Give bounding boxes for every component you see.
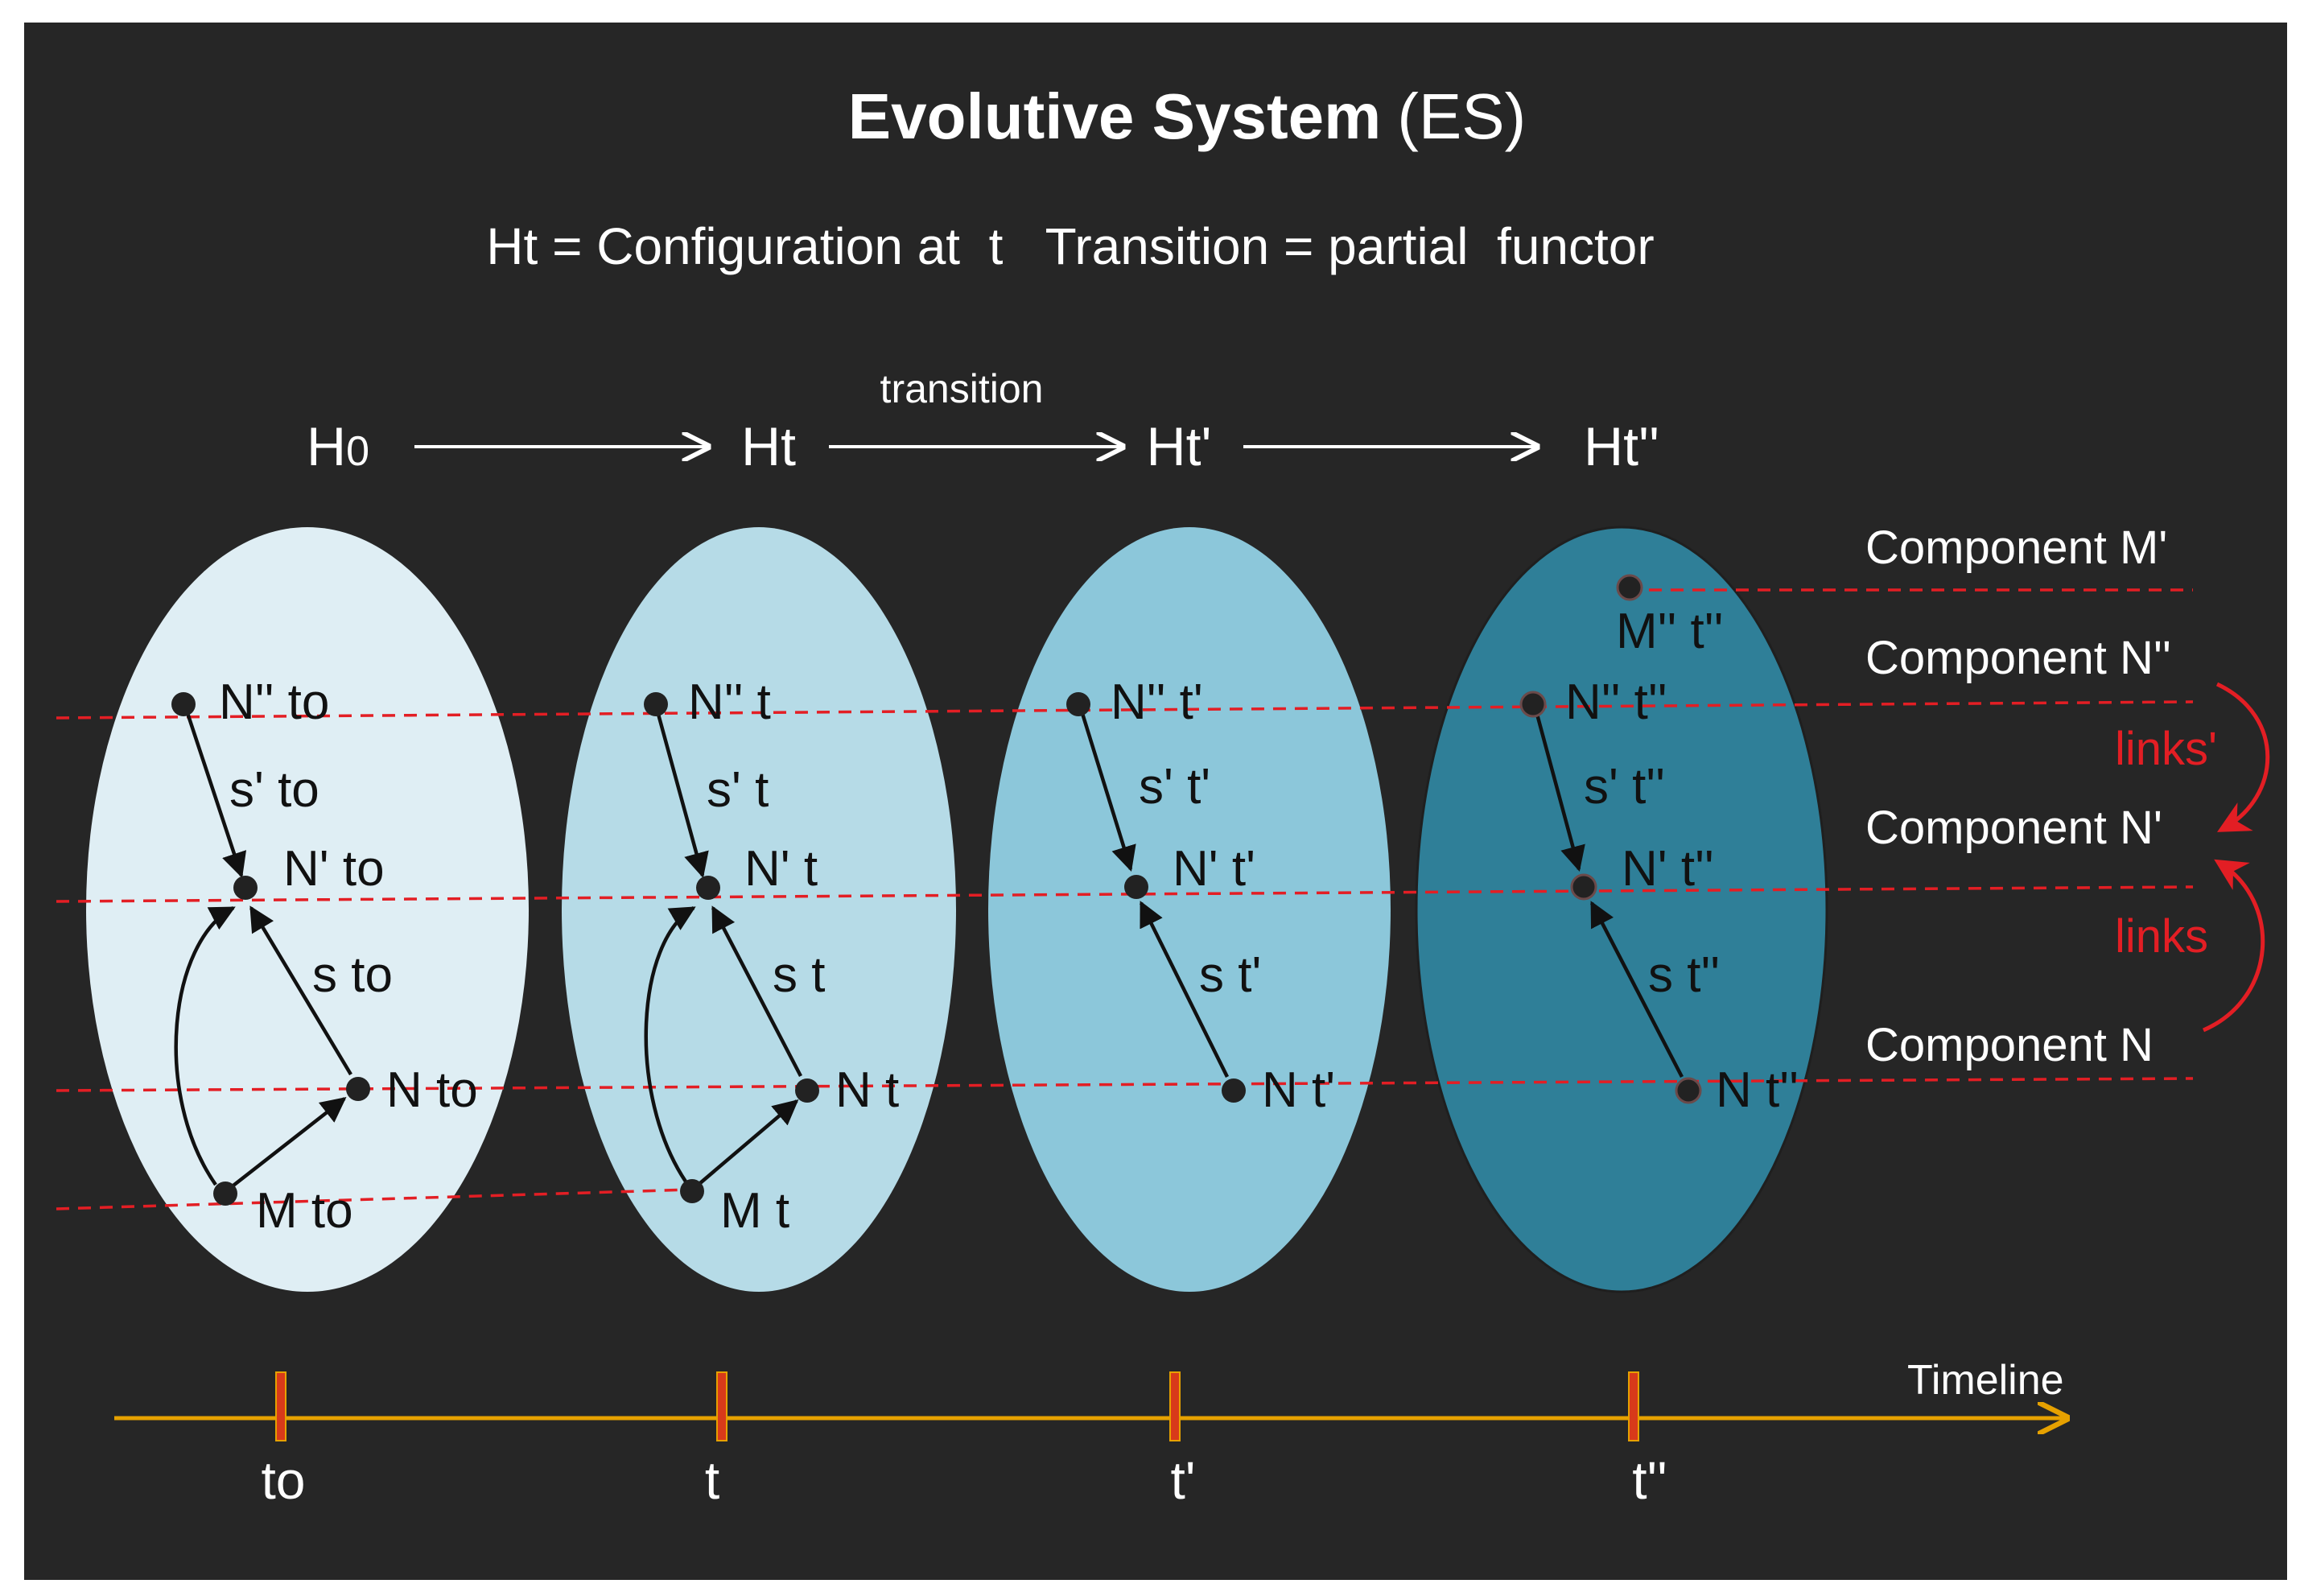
diagram-title: Evolutive System(ES) (848, 80, 1527, 152)
arrow-s-ht2 (1590, 901, 1684, 1078)
timeline-label: Timeline (1907, 1357, 2064, 1404)
config-label-h0: H0 (307, 416, 369, 477)
node-n1-ht2 (1570, 873, 1597, 901)
node-label-n-ht: N t (835, 1062, 899, 1118)
config-label-ht: Ht (741, 416, 796, 477)
component-label-n: Component N (1865, 1019, 2154, 1071)
node-label-n-h0: N to (386, 1062, 478, 1118)
node-label-n2-ht1: N'' t' (1111, 674, 1203, 730)
arrow-s-ht (711, 905, 802, 1078)
timeline-tick-label-t1: t' (1171, 1450, 1196, 1510)
node-m-h0 (213, 1182, 237, 1206)
config-label-ht1: Ht' (1147, 416, 1212, 477)
arrow-label-s1-ht2: s' t'' (1584, 759, 1665, 814)
arrow-s1-ht1 (1078, 707, 1136, 872)
node-n2-ht (644, 692, 668, 716)
link-arrows: links' links (2115, 682, 2270, 1033)
component-line-n1 (56, 885, 2194, 903)
component-lines (56, 588, 2194, 1210)
ellipse-ht1 (988, 527, 1391, 1292)
links-label: links (2115, 910, 2208, 963)
timeline: Timeline to t t' t'' (114, 1357, 2067, 1510)
node-label-m2-ht2: M'' t'' (1616, 604, 1723, 659)
timeline-tick-label-t2: t'' (1632, 1450, 1667, 1510)
node-m-ht (680, 1179, 704, 1203)
component-line-n (56, 1077, 2194, 1092)
node-label-m-ht: M t (720, 1183, 789, 1239)
node-label-n-ht2: N t'' (1716, 1062, 1799, 1118)
arrow-s1-h0 (183, 707, 247, 878)
timeline-tick-to (275, 1371, 286, 1441)
node-n1-ht1 (1124, 875, 1148, 899)
ellipse-ht (562, 527, 956, 1292)
ellipse-ht2-content: M'' t'' N'' t'' N' t'' N t'' s' t'' s t'… (1519, 574, 1799, 1118)
node-n2-ht1 (1066, 692, 1090, 716)
arrow-label-s-ht1: s t' (1199, 947, 1261, 1003)
arrow-label-s1-h0: s' to (229, 762, 319, 818)
node-n-ht2 (1675, 1077, 1702, 1104)
component-label-n2: Component N'' (1865, 632, 2171, 684)
component-label-m1: Component M' (1865, 522, 2167, 574)
node-n1-h0 (233, 876, 258, 900)
timeline-tick-label-to: to (261, 1450, 305, 1510)
links-arrow (2203, 859, 2265, 1033)
node-label-n1-h0: N' to (283, 841, 385, 897)
arrow-label-s-h0: s to (312, 947, 393, 1003)
component-labels: Component M' Component N'' Component N' … (1865, 522, 2171, 1071)
node-n1-ht (696, 876, 720, 900)
component-label-n1: Component N' (1865, 802, 2162, 854)
configuration-sequence: H0 Ht Ht' Ht'' transition (307, 366, 1659, 477)
title-normal: (ES) (1397, 80, 1526, 152)
node-label-n2-h0: N'' to (219, 674, 329, 730)
timeline-tick-t2 (1628, 1371, 1639, 1441)
node-label-n2-ht: N'' t (688, 674, 771, 730)
transition-label: transition (880, 366, 1044, 411)
node-n2-h0 (171, 692, 196, 716)
arrow-label-s1-ht: s' t (707, 762, 769, 818)
arrow-m-n1-ht (644, 906, 696, 1183)
arrow-label-s-ht: s t (773, 947, 825, 1003)
component-line-n2 (56, 700, 2194, 720)
node-n-ht (795, 1078, 819, 1103)
arrow-m-n-h0 (229, 1097, 347, 1190)
arrow-m-n1-h0 (174, 906, 236, 1186)
node-m2-ht2 (1616, 574, 1643, 601)
arrow-s1-ht2 (1533, 707, 1585, 872)
timeline-tick-t1 (1169, 1371, 1181, 1441)
node-n-h0 (346, 1077, 370, 1101)
timeline-tick-t (716, 1371, 727, 1441)
arrow-s-ht1 (1139, 901, 1230, 1078)
ellipse-ht2 (1415, 526, 1828, 1293)
arrow-s1-ht (654, 707, 709, 879)
config-label-ht2: Ht'' (1584, 416, 1659, 477)
arrow-m-n-ht (699, 1099, 799, 1185)
node-label-m-h0: M to (256, 1183, 353, 1239)
ellipse-h0-content: N'' to N' to N to M to s' to s to (171, 674, 478, 1239)
diagram-subtitle: Ht = Configuration at t Transition = par… (486, 217, 1654, 275)
arrow-label-s1-ht1: s' t' (1139, 759, 1210, 814)
node-label-n1-ht1: N' t' (1173, 841, 1255, 897)
node-label-n-ht1: N t' (1262, 1062, 1335, 1118)
ellipse-ht-content: N'' t N' t N t M t s' t s t (644, 674, 899, 1239)
arrow-label-s-ht2: s t'' (1648, 947, 1720, 1003)
node-label-n2-ht2: N'' t'' (1565, 674, 1667, 730)
node-label-n1-ht: N' t (744, 841, 818, 897)
arrow-s-h0 (249, 905, 352, 1076)
component-line-m (56, 1188, 693, 1210)
links1-label: links' (2115, 723, 2217, 775)
node-n2-ht2 (1519, 691, 1547, 718)
ellipse-h0 (86, 527, 529, 1292)
title-bold: Evolutive System (848, 80, 1382, 152)
node-label-n1-ht2: N' t'' (1622, 841, 1714, 897)
ellipse-ht1-content: N'' t' N' t' N t' s' t' s t' (1066, 674, 1335, 1118)
links1-arrow (2215, 682, 2270, 832)
timeline-tick-label-t: t (705, 1450, 719, 1510)
node-n-ht1 (1222, 1078, 1246, 1103)
